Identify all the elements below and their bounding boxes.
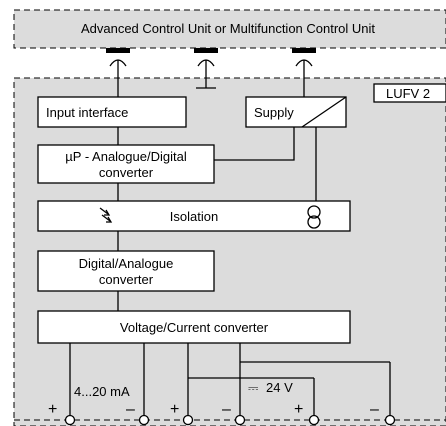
wire-supply-adc — [214, 127, 295, 161]
dc-symbol: ⎓ — [248, 380, 258, 395]
minus-sign-2: – — [222, 401, 231, 418]
terminal-5 — [308, 414, 320, 426]
controller-panel — [13, 9, 446, 49]
connector-2 — [194, 48, 218, 89]
connector-3 — [292, 48, 316, 97]
module-label-box — [373, 83, 446, 103]
supply-label: Supply — [254, 105, 294, 120]
minus-sign-3: – — [370, 401, 379, 418]
input-interface-label: Input interface — [46, 105, 128, 120]
output-wiring — [69, 343, 391, 418]
isolation-block — [37, 200, 351, 232]
adc-block — [37, 144, 215, 184]
minus-sign-1: – — [126, 401, 135, 418]
module-label: LUFV 2 — [386, 86, 430, 101]
isolation-label: Isolation — [170, 209, 218, 224]
supply-voltage-label: 24 V — [266, 380, 293, 395]
connector-1 — [106, 48, 130, 102]
adc-label-line1: µP - Analogue/Digital — [65, 149, 187, 164]
transformer-icon — [307, 205, 321, 229]
input-interface-block — [37, 96, 187, 128]
terminal-3 — [182, 414, 194, 426]
optocoupler-icon — [99, 207, 113, 223]
controller-label: Advanced Control Unit or Multifunction C… — [81, 21, 375, 36]
dac-block — [37, 250, 215, 292]
dac-label-line1: Digital/Analogue — [79, 256, 174, 271]
supply-diagonal — [301, 96, 347, 128]
vi-converter-label: Voltage/Current converter — [120, 320, 269, 335]
terminal-2 — [138, 414, 150, 426]
terminal-1 — [64, 414, 76, 426]
current-range-label: 4...20 mA — [74, 384, 130, 399]
adc-label-line2: converter — [99, 165, 154, 180]
terminal-4 — [234, 414, 246, 426]
vi-converter-block — [37, 310, 351, 344]
plus-sign-2: + — [170, 401, 179, 418]
dac-label-line2: converter — [99, 272, 154, 287]
supply-block — [245, 96, 347, 128]
plus-sign-3: + — [294, 401, 303, 418]
terminal-6 — [384, 414, 396, 426]
plus-sign-1: + — [48, 401, 57, 418]
